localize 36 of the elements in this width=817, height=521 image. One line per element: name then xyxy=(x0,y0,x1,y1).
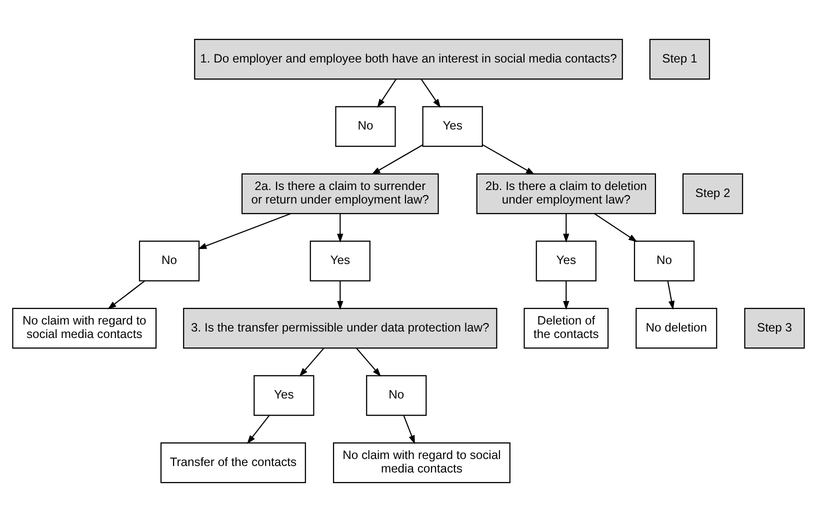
node-box: 2b. Is there a claim to deletion under employment law? xyxy=(476,172,656,214)
node-box: Yes xyxy=(310,240,370,281)
node-box: Step 3 xyxy=(744,307,805,348)
node-box: 3. Is the transfer permissible under data protection law? xyxy=(183,307,498,348)
node-box: Transfer of the contacts xyxy=(160,442,306,483)
arrow xyxy=(594,212,638,242)
arrow xyxy=(198,212,291,249)
node-box: Yes xyxy=(536,240,596,281)
arrow xyxy=(337,213,344,242)
arrow xyxy=(371,144,424,174)
node-box: Yes xyxy=(254,374,314,416)
node-box: No xyxy=(138,240,200,281)
arrow xyxy=(247,414,270,444)
node-box: No xyxy=(366,374,427,416)
arrow xyxy=(403,414,415,444)
node-box: No claim with regard to social media contacts xyxy=(332,442,510,483)
arrow xyxy=(356,347,382,376)
arrow xyxy=(108,280,146,309)
node-box: 1. Do employer and employee both have an interest in social media contacts? xyxy=(194,38,623,80)
node-box: Step 2 xyxy=(682,172,744,214)
node-box: No xyxy=(634,240,695,281)
node-box: Deletion of the contacts xyxy=(524,307,609,348)
arrow xyxy=(482,144,535,174)
arrow xyxy=(667,280,675,310)
arrow xyxy=(563,280,570,310)
node-box: No claim with regard to social media contacts xyxy=(12,307,157,348)
arrow xyxy=(299,347,324,376)
arrow xyxy=(337,280,344,310)
arrow xyxy=(420,78,441,108)
arrow xyxy=(377,78,397,108)
node-box: Step 1 xyxy=(649,38,710,80)
arrow xyxy=(563,213,570,242)
node-box: No xyxy=(335,106,396,146)
node-box: Yes xyxy=(422,106,483,146)
node-box: No deletion xyxy=(636,307,718,348)
node-box: 2a. Is there a claim to surrender or return under employment law? xyxy=(241,172,439,214)
